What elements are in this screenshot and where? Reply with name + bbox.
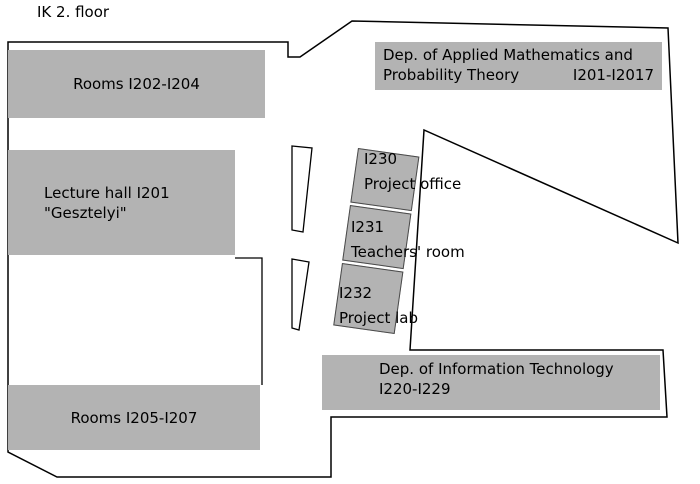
dept-info-tech-line1: Dep. of Information Technology xyxy=(379,360,614,378)
room-i232-name: Project lab xyxy=(339,309,418,327)
room-rooms-i205-i207-label: Rooms I205-I207 xyxy=(70,408,198,427)
room-i230-label: I230 Project office xyxy=(364,147,461,197)
room-i230-name: Project office xyxy=(364,175,462,193)
room-i232-number: I232 xyxy=(339,284,373,302)
room-i232-label: I232 Project lab xyxy=(339,281,418,331)
stairwell-upper xyxy=(291,145,313,233)
dept-applied-math-box: Dep. of Applied Mathematics and Probabil… xyxy=(375,42,662,90)
room-rooms-i202-i204-label: Rooms I202-I204 xyxy=(73,75,200,93)
room-i231-number: I231 xyxy=(351,218,385,236)
dept-applied-math-line1: Dep. of Applied Mathematics and xyxy=(383,46,633,64)
stairwell-lower xyxy=(291,258,310,331)
dept-applied-math-range: I201-I2017 xyxy=(572,66,654,84)
room-i230-number: I230 xyxy=(364,150,398,168)
room-lecture-hall-i201: Lecture hall I201 "Gesztelyi" xyxy=(8,150,235,255)
room-rooms-i202-i204: Rooms I202-I204 xyxy=(8,50,265,118)
room-i231-label: I231 Teachers' room xyxy=(351,215,465,265)
page-title: IK 2. floor xyxy=(37,3,110,21)
lecture-hall-line1: Lecture hall I201 xyxy=(44,183,170,202)
dept-info-tech-box: Dep. of Information Technology I220-I229 xyxy=(322,355,660,410)
dept-applied-math-name: Probability Theory xyxy=(383,66,520,84)
room-i231-name: Teachers' room xyxy=(351,243,465,261)
corridor-wall xyxy=(235,257,263,385)
dept-info-tech-line2: I220-I229 xyxy=(379,380,451,398)
lecture-hall-line2: "Gesztelyi" xyxy=(44,203,127,222)
room-rooms-i205-i207: Rooms I205-I207 xyxy=(8,385,260,450)
